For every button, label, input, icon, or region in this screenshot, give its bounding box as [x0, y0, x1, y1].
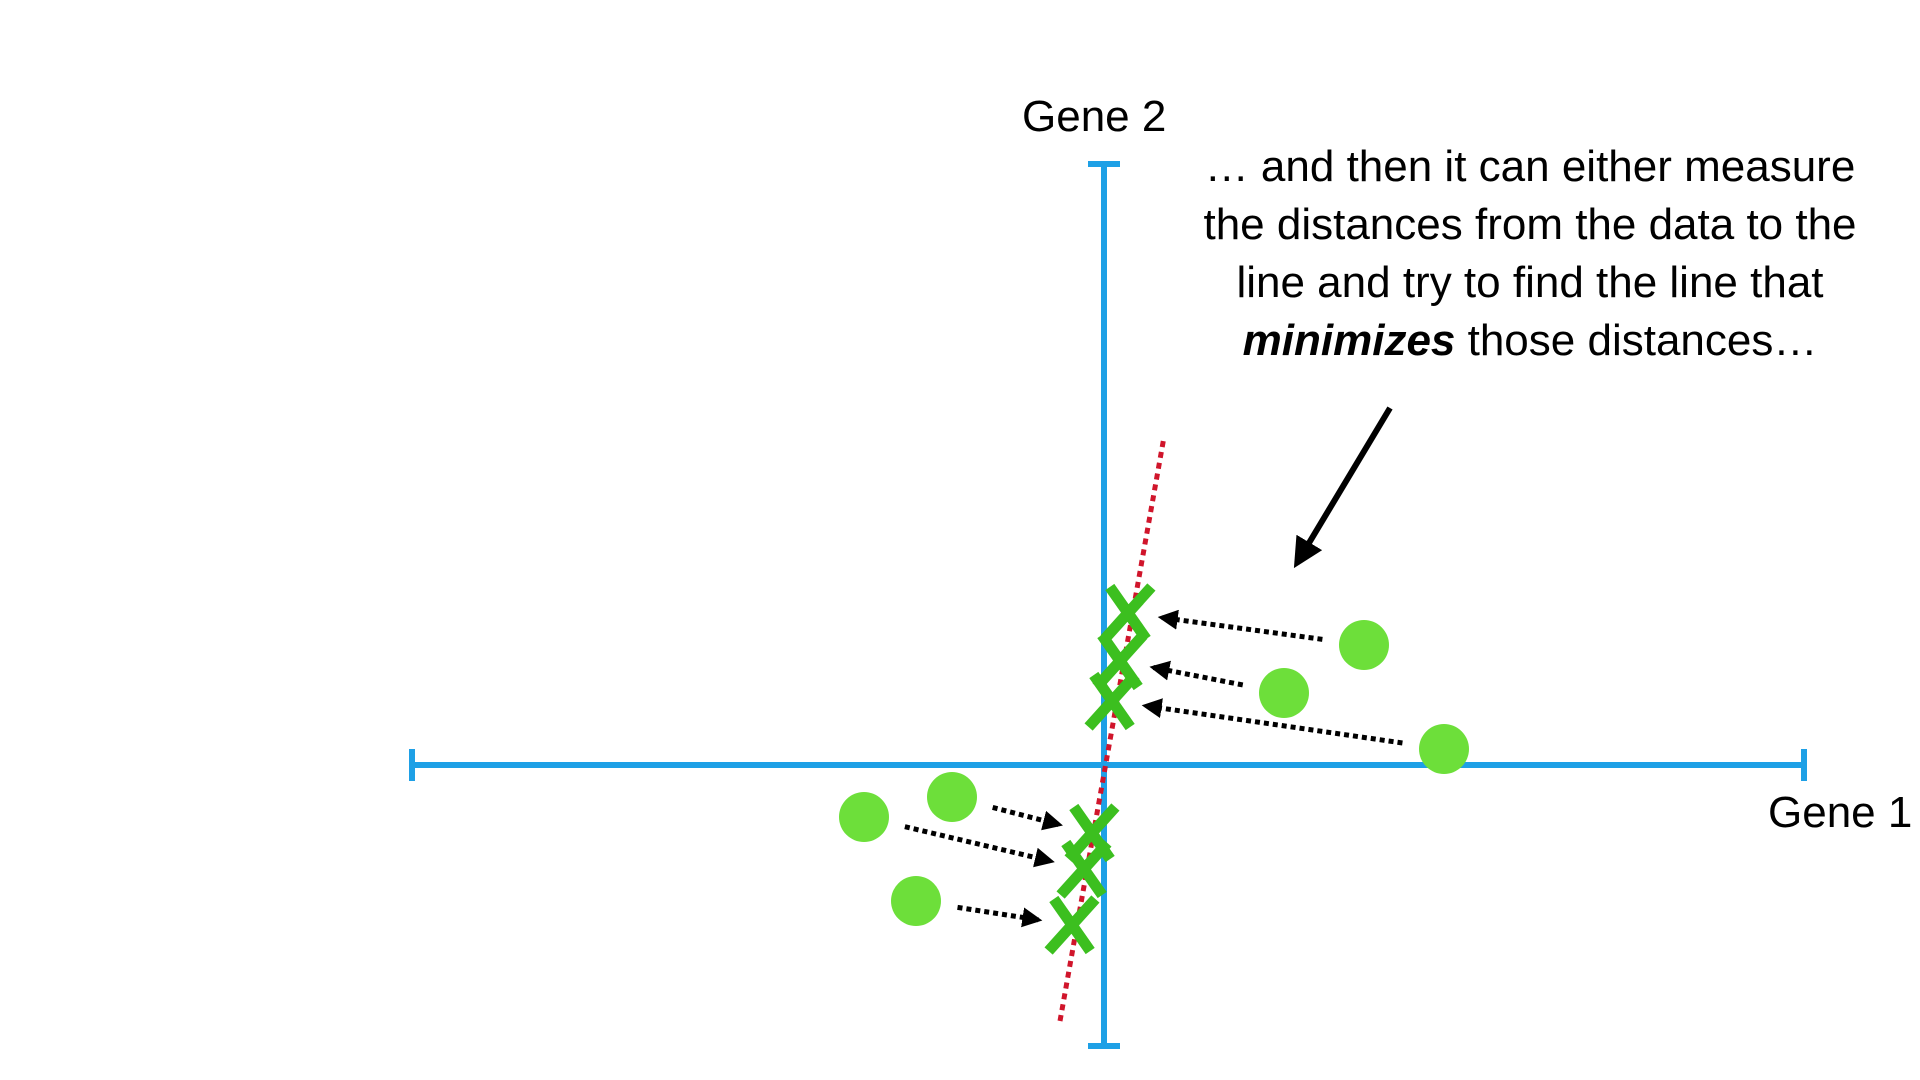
data-point [839, 792, 889, 842]
data-point [1339, 620, 1389, 670]
projection-arrow [1157, 609, 1323, 642]
x-axis-label: Gene 1 [1768, 788, 1913, 837]
projection-mark [1044, 895, 1100, 955]
axes [409, 161, 1807, 1049]
data-point [1419, 724, 1469, 774]
projection-arrow [904, 824, 1055, 868]
data-point [891, 876, 941, 926]
projection-marks [1044, 583, 1156, 955]
annotation-emphasis: minimizes [1242, 316, 1456, 365]
projection-arrows [904, 609, 1403, 928]
projection-mark [1056, 839, 1112, 899]
projection-mark [1084, 671, 1140, 731]
projection-arrow [957, 904, 1043, 928]
y-axis-label: Gene 2 [1022, 92, 1167, 141]
data-point [1259, 668, 1309, 718]
annotation-arrow [1293, 406, 1393, 569]
annotation-text-part2: those distances… [1455, 316, 1818, 365]
data-point [927, 772, 977, 822]
projection-arrow [1149, 660, 1244, 688]
projection-mark [1100, 583, 1156, 643]
data-points [839, 620, 1469, 926]
annotation-text-part1: … and then it can either measure the dis… [1203, 142, 1857, 307]
annotation-text: … and then it can either measure the dis… [1170, 138, 1890, 370]
projection-arrow [1141, 698, 1403, 746]
projection-arrow [992, 805, 1063, 831]
